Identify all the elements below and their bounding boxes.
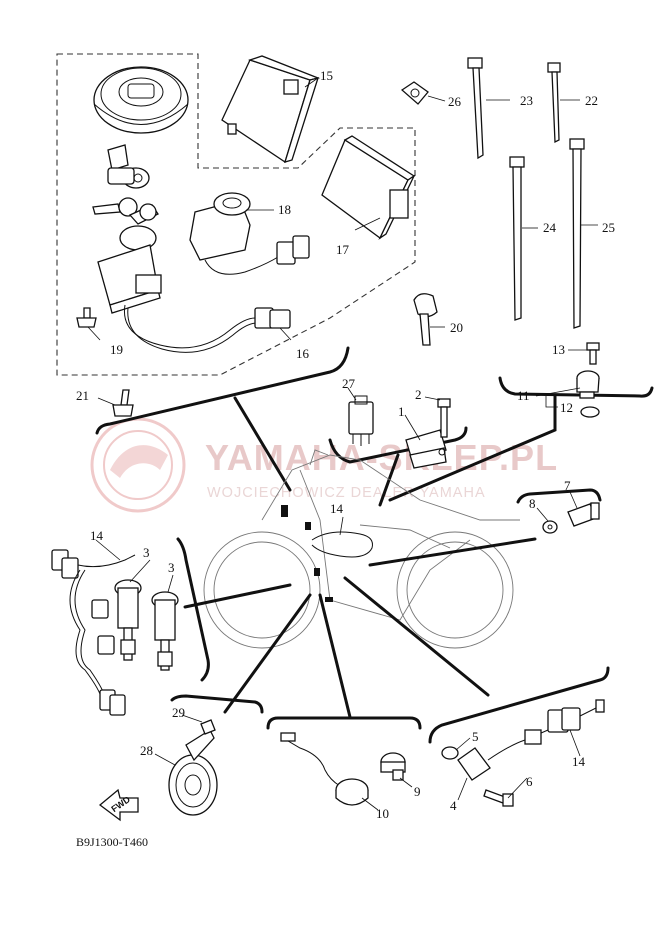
motorcycle-outline: [203, 449, 520, 649]
o-ring-12: [580, 406, 600, 418]
leader-lines: [87, 77, 598, 811]
relay-27: [348, 395, 374, 446]
washer-8: [542, 520, 558, 534]
part-15-module: [221, 55, 321, 164]
cable-tie-24: [509, 156, 525, 321]
part-18-sensor: [189, 192, 310, 275]
sensor-10: [280, 732, 369, 806]
watermark-logo: [90, 417, 186, 513]
cable-tie-22: [547, 62, 561, 144]
sensor-11: [576, 370, 600, 399]
callout-29: 29: [172, 705, 185, 720]
dashed-group-outline: [56, 53, 416, 376]
callout-1: 1: [398, 404, 405, 419]
horn-28: [168, 729, 218, 816]
callout-9: 9: [414, 784, 421, 799]
lock-cylinder: [107, 144, 150, 189]
callout-8: 8: [529, 496, 536, 511]
callout-12: 12: [560, 400, 573, 415]
callout-5: 5: [472, 729, 479, 744]
diagram-code: B9J1300-T460: [76, 835, 148, 849]
callout-4: 4: [450, 798, 457, 813]
callout-3b: 3: [168, 560, 175, 575]
ignition-coil-3b: [151, 591, 179, 671]
clip-26: [400, 81, 429, 105]
callout-14-right: 14: [572, 754, 586, 769]
nut-29: [200, 719, 216, 735]
bolt-6: [483, 789, 514, 807]
fwd-arrow-icon: FWD: [98, 788, 139, 822]
callouts: 15 18 17 16 19 21 26 23 22 24 25 20 13 1…: [76, 68, 615, 821]
main-switch: [97, 225, 291, 353]
callout-21: 21: [76, 388, 89, 403]
callout-19: 19: [110, 342, 123, 357]
callout-23: 23: [520, 93, 533, 108]
callout-18: 18: [278, 202, 291, 217]
callout-20: 20: [450, 320, 463, 335]
bolt-2: [437, 398, 451, 438]
o-ring-5: [441, 746, 459, 760]
callout-24: 24: [543, 220, 557, 235]
sub-harness-14: [51, 549, 136, 716]
callout-27: 27: [342, 376, 356, 391]
callout-2: 2: [415, 387, 422, 402]
callout-14-left: 14: [90, 528, 104, 543]
key-blank-20: [413, 293, 438, 346]
callout-10: 10: [376, 806, 389, 821]
sensor-7: [567, 502, 600, 527]
cable-tie-25: [569, 138, 585, 329]
callout-14-center: 14: [330, 501, 344, 516]
fuel-tank-cap: [93, 66, 189, 134]
callout-28: 28: [140, 743, 153, 758]
bolt-21: [112, 389, 134, 417]
callout-25: 25: [602, 220, 615, 235]
callout-11: 11: [517, 388, 530, 403]
cable-tie-23: [467, 57, 484, 160]
sensor-4: [457, 729, 549, 781]
callout-16: 16: [296, 346, 310, 361]
callout-3a: 3: [143, 545, 150, 560]
part-17-module: [321, 135, 416, 240]
watermark-title: YAMAHA-SKLEP.PL: [205, 437, 558, 478]
callout-26: 26: [448, 94, 462, 109]
ignition-coil-3a: [114, 579, 142, 661]
key-set: [92, 197, 159, 225]
watermark: YAMAHA-SKLEP.PL WOJCIECHOWICZ DEALER YAM…: [90, 417, 558, 513]
callout-17: 17: [336, 242, 350, 257]
callout-22: 22: [585, 93, 598, 108]
callout-6: 6: [526, 774, 533, 789]
connector-14: [547, 699, 605, 733]
callout-7: 7: [564, 478, 571, 493]
callout-15: 15: [320, 68, 333, 83]
callout-13: 13: [552, 342, 565, 357]
sensor-9: [380, 752, 406, 781]
sensor-1: [405, 429, 447, 469]
bolt-13: [586, 342, 600, 365]
watermark-subtitle: WOJCIECHOWICZ DEALER YAMAHA: [207, 485, 486, 501]
screw-19: [76, 307, 97, 328]
